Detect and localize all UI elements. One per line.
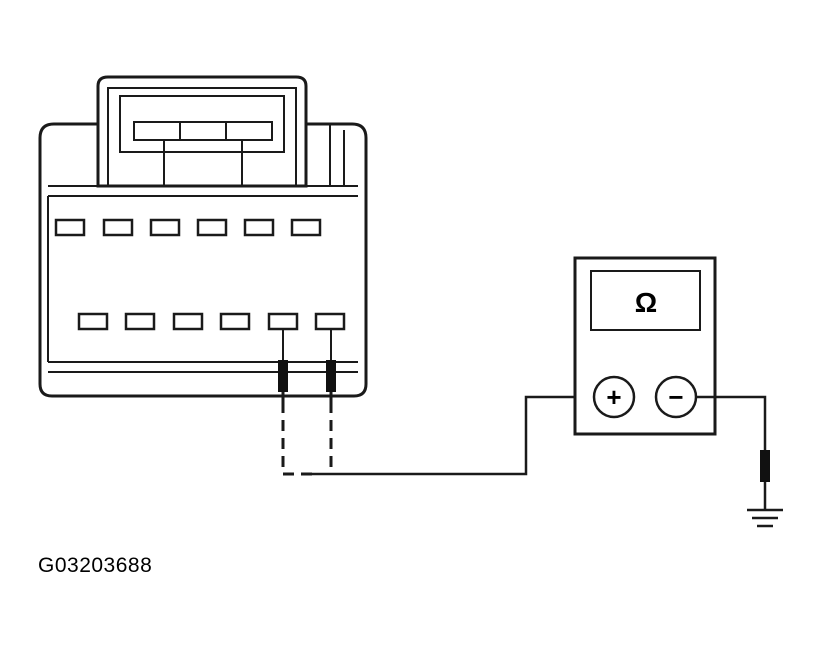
- ohmmeter-display: [590, 270, 701, 331]
- test-lead-negative: [696, 395, 767, 452]
- plus-symbol: +: [606, 382, 621, 412]
- connector-top-row: [54, 218, 322, 237]
- connector-cavity: [267, 312, 299, 331]
- connector-bottom-row: [77, 312, 346, 331]
- connector-lock-tab: [96, 75, 308, 128]
- connector-cavity: [77, 312, 109, 331]
- connector-cavity: [54, 218, 86, 237]
- probe-right: [326, 329, 336, 402]
- figure-id: G03203688: [38, 554, 153, 577]
- connector-lock-window: [119, 95, 285, 153]
- ohmmeter: Ω + −: [573, 256, 717, 436]
- connector-lock-window-bar: [133, 121, 273, 141]
- connector-cavity: [124, 312, 156, 331]
- ground-probe: [760, 450, 770, 510]
- connector-cavity: [314, 312, 346, 331]
- connector-cavity: [243, 218, 275, 237]
- connector-cavity: [149, 218, 181, 237]
- dashed-lead-paths: [281, 402, 333, 476]
- test-lead-positive: [312, 395, 593, 476]
- connector-cavity: [196, 218, 228, 237]
- connector-cavity: [102, 218, 134, 237]
- connector-cavity: [172, 312, 204, 331]
- connector-cavity: [290, 218, 322, 237]
- positive-terminal: [592, 375, 636, 419]
- minus-symbol: −: [668, 382, 683, 412]
- ground-icon: [747, 508, 783, 528]
- probe-left: [278, 329, 288, 402]
- connector: [38, 75, 368, 398]
- connector-body: [38, 122, 368, 398]
- connector-cavity: [219, 312, 251, 331]
- ohm-symbol: Ω: [635, 287, 657, 318]
